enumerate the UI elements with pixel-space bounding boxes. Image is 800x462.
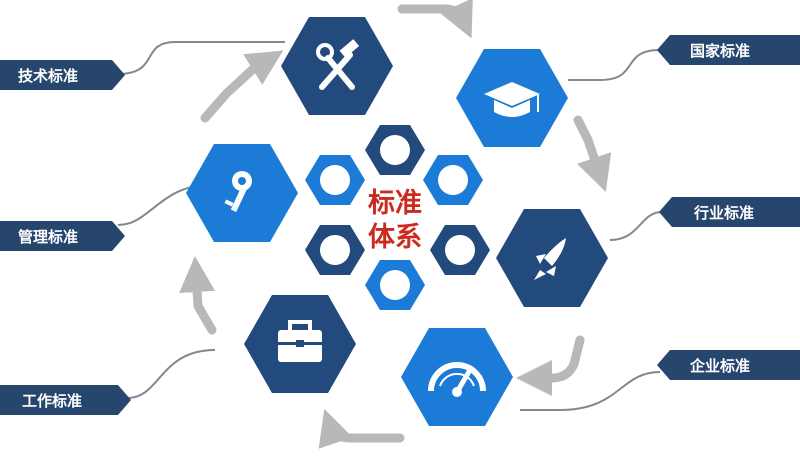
connector-work [127,349,216,399]
tag-tech-label: 技术标准 [18,67,78,85]
tag-national: 国家标准 [657,35,800,65]
connector-tech [117,41,285,75]
hex-rocket [496,209,608,307]
hammer-wrench-icon [316,39,360,90]
tag-enterprise-label: 企业标准 [689,357,750,375]
tag-national-label: 国家标准 [690,42,750,60]
tag-management-label: 管理标准 [18,228,78,246]
small-connectors [305,125,490,310]
center-title: 标准 体系 [368,188,422,253]
hex-gauge [401,328,513,426]
hex-key [186,144,298,242]
toolbox-icon [278,320,322,362]
tag-work: 工作标准 [0,385,131,415]
tag-tech: 技术标准 [0,60,125,90]
arrow-bottom [318,408,405,449]
arrow-left-upper [200,50,284,123]
gauge-icon [428,362,486,397]
arrow-left-lower [179,256,217,335]
hex-graduation [456,49,568,147]
arrow-top [397,0,473,39]
connector-industry [609,211,663,241]
connector-hex-lower-left [305,225,365,275]
tag-work-label: 工作标准 [22,392,82,410]
center-title-line1: 标准 [368,188,422,219]
connector-hex-right [430,225,490,275]
connector-hex-left [305,155,365,205]
connector-enterprise [520,371,661,411]
key-icon [224,171,252,213]
connector-lines [117,41,663,411]
hex-tools [281,17,393,115]
hex-toolbox [244,295,356,393]
connector-hex-upper-right [423,155,483,205]
tag-industry-label: 行业标准 [693,204,754,222]
cycle-arrows [179,0,612,449]
connector-hex-top [365,125,425,175]
arrow-right-lower [516,335,585,396]
center-title-line2: 体系 [368,222,422,253]
tag-industry: 行业标准 [659,197,800,227]
tag-enterprise: 企业标准 [657,350,800,380]
graduation-cap-icon [484,82,540,117]
connector-national [568,49,661,81]
connector-hex-bottom [365,260,425,310]
rocket-icon [534,238,566,280]
arrow-right-upper [573,115,612,193]
tag-management: 管理标准 [0,221,125,251]
